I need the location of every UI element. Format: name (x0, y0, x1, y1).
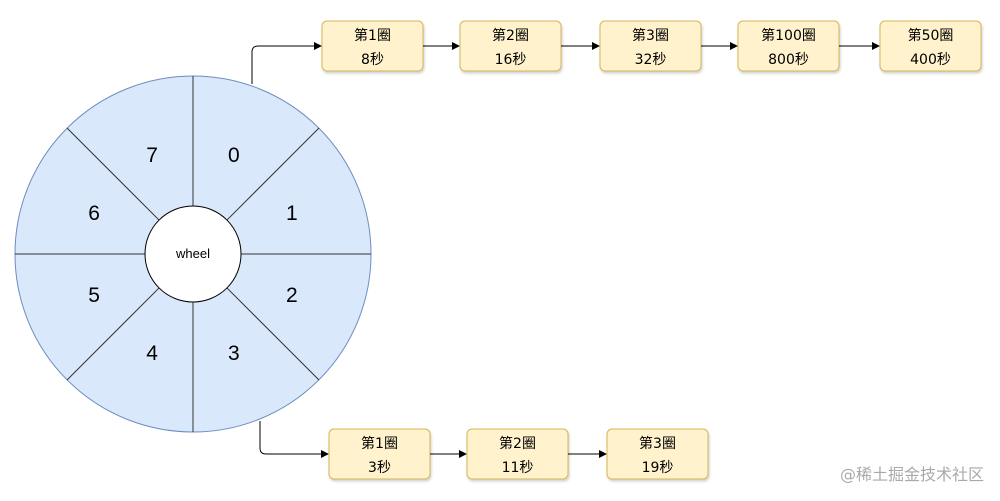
wheel-divider-line (226, 287, 320, 381)
task-node-round: 第2圈 (499, 435, 536, 452)
timing-wheel: wheel 0 1 2 3 4 5 6 7 (14, 75, 372, 433)
wheel-slot-label-7: 7 (146, 144, 158, 167)
wheel-slot-label-5: 5 (88, 284, 100, 307)
task-node: 第3圈 19秒 (606, 428, 709, 480)
task-node: 第2圈 16秒 (459, 20, 562, 72)
task-node: 第1圈 8秒 (321, 20, 424, 72)
task-node-delay: 800秒 (768, 52, 809, 68)
slot-to-chain-connector (251, 42, 322, 84)
task-node-round: 第3圈 (639, 435, 676, 452)
task-node: 第2圈 11秒 (466, 428, 569, 480)
watermark-text: @稀土掘金技术社区 (840, 465, 984, 484)
wheel-slot-label-3: 3 (228, 342, 240, 365)
task-node-delay: 3秒 (368, 460, 391, 476)
wheel-divider-line (66, 287, 160, 381)
task-node-delay: 32秒 (635, 52, 667, 68)
task-node-round: 第1圈 (361, 435, 398, 452)
task-node-delay: 11秒 (502, 460, 534, 476)
wheel-slot-label-1: 1 (286, 202, 298, 225)
wheel-hub (144, 205, 242, 303)
slot-to-chain-connector (259, 421, 329, 458)
task-node-round: 第2圈 (492, 27, 529, 44)
task-node-round: 第50圈 (908, 27, 954, 44)
task-node: 第1圈 3秒 (328, 428, 431, 480)
task-node: 第100圈 800秒 (737, 20, 840, 72)
wheel-slot-label-0: 0 (228, 144, 240, 167)
task-node-round: 第100圈 (761, 27, 816, 44)
wheel-divider-line (66, 127, 160, 221)
task-node-delay: 400秒 (910, 52, 951, 68)
task-node-delay: 8秒 (361, 52, 384, 68)
task-node-box (879, 20, 982, 72)
wheel-slot-label-4: 4 (146, 342, 158, 365)
task-node-delay: 19秒 (642, 460, 674, 476)
task-chain-from-slot-0: 第1圈 8秒 第2圈 16秒 第3圈 32秒 第100圈 800秒 第50圈 400秒 (251, 20, 982, 84)
task-chain-from-slot-3: 第1圈 3秒 第2圈 11秒 第3圈 19秒 (259, 421, 709, 480)
task-node-box (606, 428, 709, 480)
wheel-slot-label-2: 2 (286, 284, 298, 307)
wheel-slot-label-6: 6 (88, 202, 100, 225)
task-node-delay: 16秒 (495, 52, 527, 68)
task-node: 第3圈 32秒 (599, 20, 702, 72)
task-node-round: 第3圈 (632, 27, 669, 44)
wheel-slots: 0 1 2 3 4 5 6 7 (88, 144, 297, 365)
wheel-slot-dividers (15, 76, 371, 432)
task-chains: 第1圈8秒第2圈16秒第3圈32秒第100圈800秒第50圈400秒第1圈3秒第… (251, 20, 982, 480)
wheel-divider-line (226, 127, 320, 221)
task-node-round: 第1圈 (354, 27, 391, 44)
wheel-hub-label: wheel (175, 246, 210, 261)
task-node: 第50圈 400秒 (879, 20, 982, 72)
